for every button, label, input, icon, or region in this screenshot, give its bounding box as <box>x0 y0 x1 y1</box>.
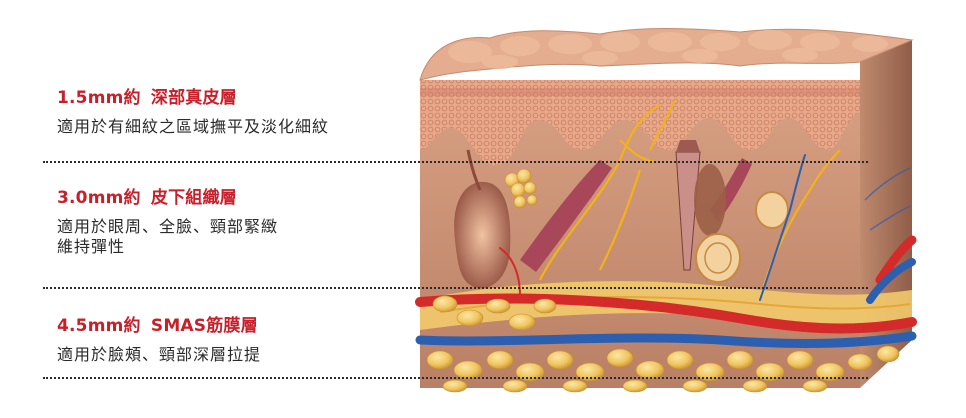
description-line: 適用於臉頰、頸部深層拉提 <box>57 345 262 364</box>
fat-globules <box>426 295 900 393</box>
layer-name: 深部真皮層 <box>150 88 237 108</box>
layer-label-smas: 4.5mm約 SMAS筋膜層 適用於臉頰、頸部深層拉提 <box>57 311 261 365</box>
side-face-vessels <box>864 167 911 231</box>
depth-value: 4.5mm約 <box>57 316 141 336</box>
layer-heading: 3.0mm約 皮下組織層 <box>57 183 278 208</box>
hair-follicle-left <box>454 149 511 289</box>
depth-value: 3.0mm約 <box>57 188 141 208</box>
depth-divider-deep-dermis <box>43 161 868 163</box>
layer-description: 適用於臉頰、頸部深層拉提 <box>57 345 261 365</box>
layer-heading: 1.5mm約 深部真皮層 <box>57 83 329 108</box>
blood-vessels <box>415 154 917 348</box>
layer-label-subcutaneous: 3.0mm約 皮下組織層 適用於眼周、全臉、頸部緊緻 維持彈性 <box>57 183 278 257</box>
description-line: 適用於眼周、全臉、頸部緊緻 <box>57 217 279 236</box>
layer-description: 適用於有細紋之區域撫平及淡化細紋 <box>57 117 329 137</box>
depth-value: 1.5mm約 <box>57 88 141 108</box>
depth-divider-subcutaneous <box>43 287 868 289</box>
description-line: 適用於有細紋之區域撫平及淡化細紋 <box>57 117 330 136</box>
hair-shaft <box>675 140 726 271</box>
layer-description: 適用於眼周、全臉、頸部緊緻 維持彈性 <box>57 217 278 257</box>
layer-heading: 4.5mm約 SMAS筋膜層 <box>57 311 261 336</box>
sweat-gland <box>695 191 789 283</box>
layer-name: 皮下組織層 <box>150 188 237 208</box>
layer-name: SMAS筋膜層 <box>150 316 258 336</box>
description-line: 維持彈性 <box>57 237 126 256</box>
sebaceous-gland <box>504 168 538 209</box>
depth-divider-smas <box>43 377 868 379</box>
layer-label-deep-dermis: 1.5mm約 深部真皮層 適用於有細紋之區域撫平及淡化細紋 <box>57 83 329 137</box>
